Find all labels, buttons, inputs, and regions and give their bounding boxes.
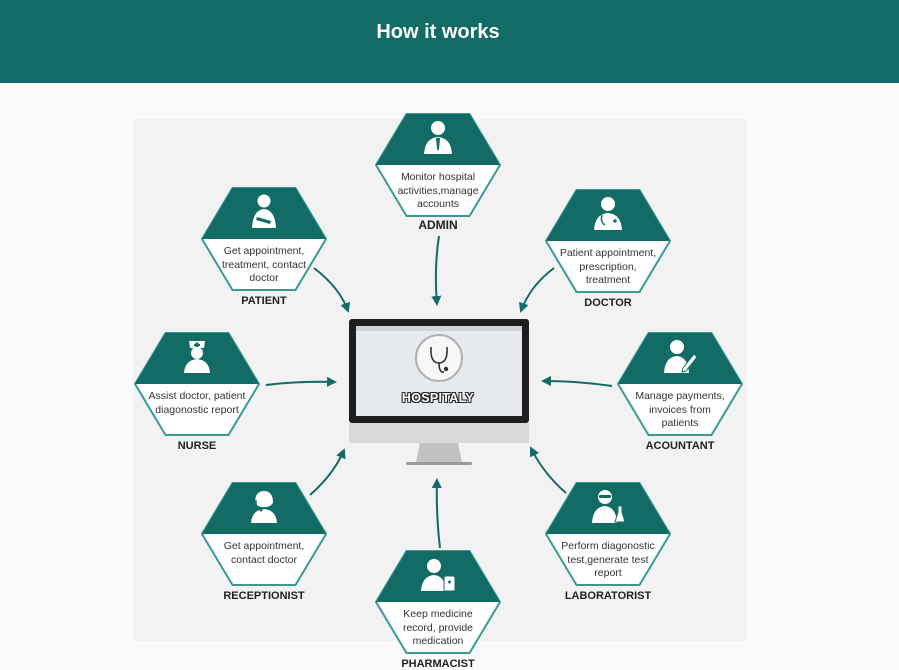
hexagon-card	[375, 113, 501, 217]
arrow-accountant	[541, 376, 613, 387]
page-header: How it works	[0, 0, 899, 83]
hexagon-card	[201, 482, 327, 586]
laboratorist-icon	[591, 488, 626, 524]
role-doctor: Patient appointment, prescription, treat…	[545, 189, 671, 309]
page-title: How it works	[376, 21, 500, 43]
role-description: Keep medicine record, provide medication	[402, 608, 474, 647]
flow-arrows	[265, 235, 613, 549]
role-pharmacist: Keep medicine record, provide medication…	[375, 550, 501, 670]
role-name: PHARMACIST	[401, 658, 475, 670]
role-description: Get appointment, contact doctor	[223, 540, 305, 566]
role-description: Assist doctor, patient diagonostic repor…	[148, 390, 246, 416]
arrow-patient	[313, 267, 351, 313]
role-admin: Monitor hospital activities,manage accou…	[375, 113, 501, 232]
arrow-nurse	[265, 376, 337, 387]
arrow-laboratorist	[529, 446, 567, 494]
hospitaly-logo: HOSPITALY	[401, 391, 475, 405]
role-description: Manage payments, invoices from patients	[635, 390, 725, 429]
role-laboratorist: Perform diagonostic test,generate test r…	[545, 482, 671, 602]
patient-icon	[247, 193, 281, 229]
role-patient: Get appointment, treatment, contact doct…	[201, 187, 327, 307]
arrow-doctor	[519, 267, 555, 313]
accountant-icon	[663, 338, 698, 374]
role-description: Patient appointment, prescription, treat…	[559, 247, 657, 286]
admin-icon	[421, 119, 455, 155]
role-name: RECEPTIONIST	[223, 590, 305, 602]
hospitaly-monitor: HOSPITALY	[348, 318, 530, 468]
arrow-receptionist	[309, 448, 346, 496]
pharmacist-icon	[421, 556, 456, 592]
role-description: Perform diagonostic test,generate test r…	[561, 540, 655, 579]
role-name: NURSE	[177, 440, 217, 452]
role-name: LABORATORIST	[564, 590, 652, 602]
role-nurse: Assist doctor, patient diagonostic repor…	[134, 332, 260, 452]
role-description: Get appointment, treatment, contact doct…	[221, 245, 307, 284]
role-name: ADMIN	[418, 218, 458, 232]
receptionist-icon	[247, 488, 281, 524]
arrow-pharmacist	[431, 478, 442, 549]
role-description: Monitor hospital activities,manage accou…	[397, 171, 479, 210]
role-accountant: Manage payments, invoices from patients …	[617, 332, 743, 452]
role-receptionist: Get appointment, contact doctor RECEPTIO…	[201, 482, 327, 602]
arrow-admin	[431, 235, 442, 306]
nurse-icon	[180, 338, 214, 374]
role-name: ACOUNTANT	[645, 440, 715, 452]
role-name: PATIENT	[241, 295, 287, 307]
role-name: DOCTOR	[584, 297, 632, 309]
doctor-icon	[591, 195, 625, 231]
hexagon-card	[134, 332, 260, 436]
